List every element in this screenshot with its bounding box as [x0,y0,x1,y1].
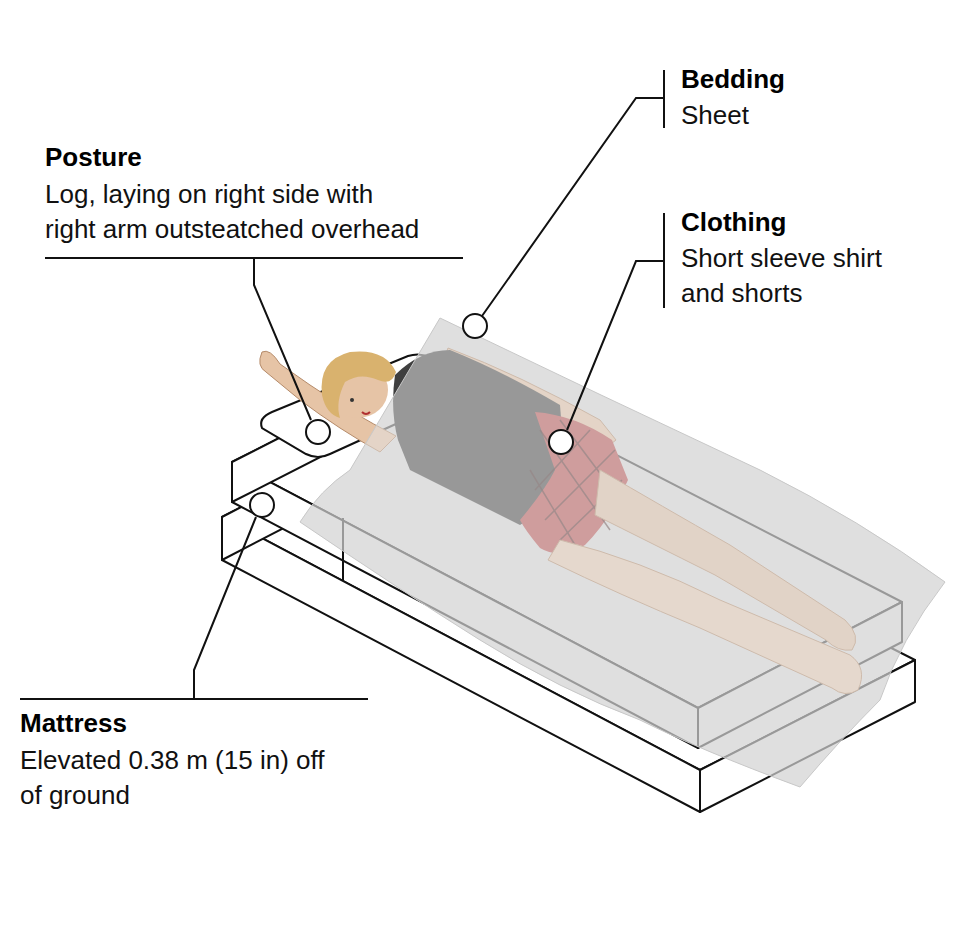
callout-text: Elevated 0.38 m (15 in) off of ground [20,743,340,813]
callout-text: Sheet [681,98,951,133]
sheet-shadow [300,318,945,787]
callout-heading: Mattress [20,706,360,741]
callout-heading: Posture [45,140,465,175]
callout-text: Short sleeve shirt and shorts [681,241,906,311]
leader-lines [20,70,664,699]
callout-heading: Clothing [681,205,951,240]
sheet [300,318,945,787]
callout-text: Log, laying on right side with right arm… [45,177,425,247]
callout-heading: Bedding [681,62,951,97]
callout-markers [250,314,573,517]
